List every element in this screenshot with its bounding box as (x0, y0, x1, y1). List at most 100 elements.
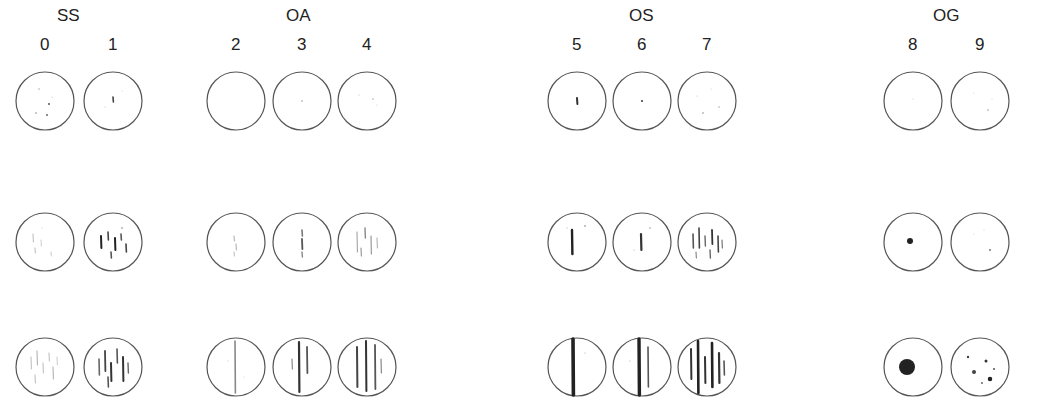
field-circle (207, 72, 265, 130)
field-circle (338, 72, 396, 130)
inclusion-mark (370, 236, 372, 254)
inclusion-mark (641, 100, 643, 102)
inclusion-mark (35, 248, 36, 253)
inclusion-mark (43, 363, 44, 373)
field-view (884, 338, 942, 396)
inclusion-mark (306, 347, 308, 373)
field-view (207, 72, 265, 130)
inclusion-mark (104, 106, 105, 107)
inclusion-mark (690, 349, 692, 379)
field-view (884, 213, 942, 271)
inclusion-mark (41, 240, 42, 246)
inclusion-mark (988, 377, 993, 382)
inclusion-mark (374, 345, 376, 389)
inclusion-mark (236, 244, 237, 250)
inclusion-mark (993, 368, 995, 370)
inclusion-mark (127, 363, 129, 373)
inclusion-mark (357, 232, 358, 252)
field-view (951, 213, 1009, 271)
rating-number: 0 (40, 35, 49, 55)
inclusion-mark (566, 227, 567, 228)
inclusion-mark (234, 252, 235, 256)
inclusion-mark (243, 376, 244, 377)
field-view (207, 338, 265, 396)
inclusion-mark (358, 94, 359, 95)
field-circle (884, 72, 942, 130)
inclusion-mark (114, 238, 116, 250)
inclusion-mark (973, 233, 974, 234)
inclusion-mark (365, 341, 367, 391)
inclusion-mark (991, 98, 992, 99)
inclusion-mark (35, 112, 37, 114)
inclusion-mark (227, 360, 228, 361)
field-circle (548, 213, 606, 271)
inclusion-mark (721, 240, 723, 248)
inclusion-mark (51, 252, 52, 256)
inclusion-mark (380, 359, 382, 373)
inclusion-mark (31, 357, 32, 369)
field-view (16, 213, 74, 271)
inclusion-mark (633, 249, 634, 250)
inclusion-mark (989, 249, 991, 251)
field-view (678, 213, 736, 271)
inclusion-mark (38, 88, 40, 90)
inclusion-mark (356, 347, 358, 387)
field-view (84, 213, 142, 271)
field-circle (16, 338, 74, 396)
field-view (613, 213, 671, 271)
inclusion-mark (698, 228, 700, 248)
rating-number: 2 (231, 35, 240, 55)
inclusion-mark (364, 228, 366, 238)
field-circle (613, 72, 671, 130)
inclusion-mark (112, 97, 114, 102)
field-view (548, 213, 606, 271)
field-circle (884, 213, 942, 271)
rating-number: 7 (702, 35, 711, 55)
field-view (16, 338, 74, 396)
field-circle (84, 338, 142, 396)
rating-number: 1 (108, 35, 117, 55)
inclusion-mark (301, 230, 303, 236)
field-view (548, 338, 606, 396)
field-circle (548, 72, 606, 130)
inclusion-mark (985, 360, 988, 363)
group-label: SS (57, 6, 80, 26)
inclusion-mark (576, 98, 578, 104)
field-circle (951, 213, 1009, 271)
field-circle (207, 338, 265, 396)
rating-number: 4 (362, 35, 371, 55)
field-circle (338, 338, 396, 396)
field-view (338, 338, 396, 396)
field-circle (613, 213, 671, 271)
rating-number: 3 (297, 35, 306, 55)
inclusion-mark (104, 351, 106, 371)
rating-number: 9 (975, 35, 984, 55)
field-circle (16, 213, 74, 271)
rating-number: 8 (908, 35, 917, 55)
inclusion-mark (121, 90, 122, 91)
field-circle (678, 72, 736, 130)
inclusion-mark (377, 238, 378, 248)
inclusion-mark (571, 230, 574, 254)
inclusion-mark (907, 238, 913, 244)
field-view (207, 213, 265, 271)
inclusion-mark (629, 360, 630, 361)
field-view (273, 213, 331, 271)
field-view (273, 338, 331, 396)
inclusion-mark (647, 347, 649, 387)
inclusion-mark (107, 232, 109, 240)
field-view (84, 338, 142, 396)
field-circle (273, 72, 331, 130)
inclusion-mark (301, 239, 303, 249)
inclusion-mark (110, 252, 112, 258)
inclusion-mark (967, 356, 969, 358)
rating-number: 6 (637, 35, 646, 55)
inclusion-mark (695, 252, 697, 258)
field-circle (678, 338, 736, 396)
inclusion-mark (37, 351, 38, 365)
inclusion-mark (120, 234, 122, 240)
field-view (613, 338, 671, 396)
field-circle (884, 338, 942, 396)
inclusion-mark (711, 343, 714, 387)
field-view (338, 213, 396, 271)
